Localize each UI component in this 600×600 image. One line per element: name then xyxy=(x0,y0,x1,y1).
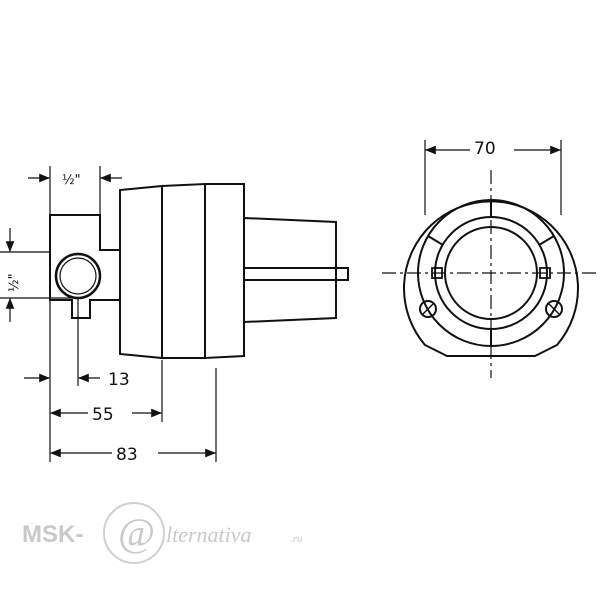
svg-text:@: @ xyxy=(118,510,155,555)
dim-70: 70 xyxy=(474,139,496,159)
dim-pipe-size-top: ½" xyxy=(62,173,81,188)
watermark: MSK- @ lternativa .ru xyxy=(22,502,303,564)
watermark-at-ring xyxy=(103,502,165,564)
mounting-screw-left xyxy=(419,300,437,318)
spindle xyxy=(243,267,349,281)
svg-text:.ru: .ru xyxy=(290,533,303,545)
spindle-housing xyxy=(243,216,337,324)
dim-pipe-size-side: ½" xyxy=(7,273,22,292)
mounting-screw-right xyxy=(545,300,563,318)
front-centerlines xyxy=(382,170,600,378)
dim-13: 13 xyxy=(108,370,130,390)
cartridge-flange-3 xyxy=(204,183,245,360)
svg-text:lternativa: lternativa xyxy=(166,522,252,547)
dim-83: 83 xyxy=(116,445,138,465)
svg-text:MSK-: MSK- xyxy=(22,521,83,548)
side-view xyxy=(49,182,349,360)
pipe-connection xyxy=(54,252,102,300)
dim-55: 55 xyxy=(92,405,114,425)
valve-body xyxy=(49,214,121,319)
front-housing xyxy=(403,200,579,357)
cartridge-flange-1 xyxy=(119,184,163,360)
cartridge-flange-2 xyxy=(161,182,206,359)
pipe-inner xyxy=(59,257,97,295)
side-dimensions xyxy=(0,166,217,462)
